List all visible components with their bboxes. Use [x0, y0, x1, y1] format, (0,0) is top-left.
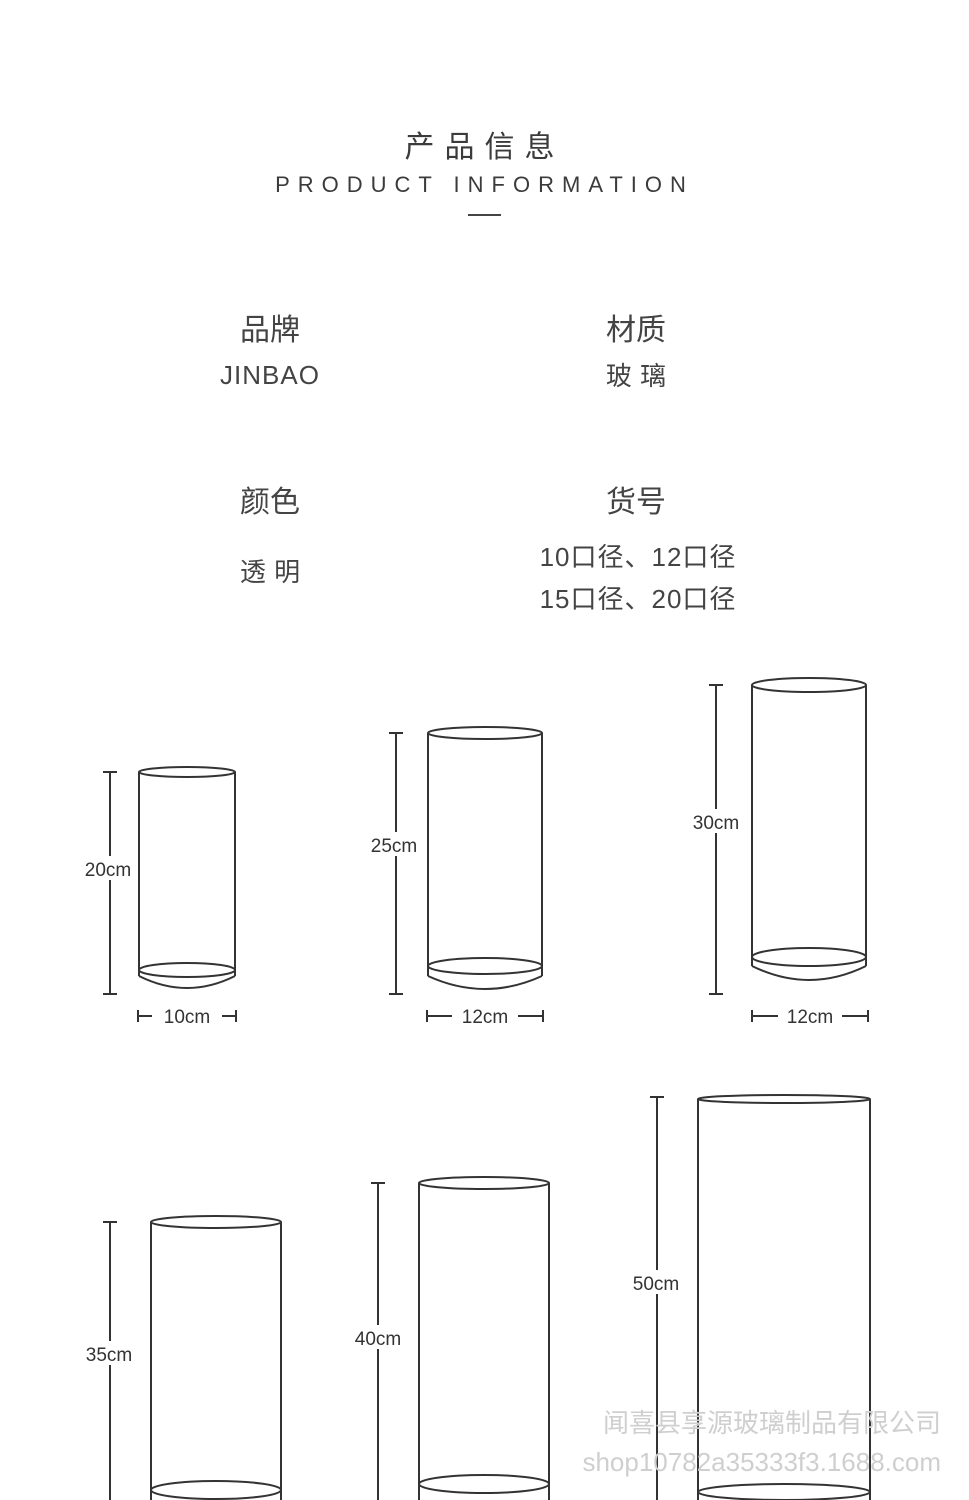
vase-20cm-height-label: 20cm [85, 860, 131, 881]
watermark-shop-url: shop10782a35333f3.1688.com [582, 1447, 941, 1477]
section-title-en: PRODUCT INFORMATION [275, 172, 694, 197]
material-value: 玻 璃 [605, 362, 667, 392]
brand-label: 品牌 [240, 313, 300, 348]
vase-25cm-drawing [389, 726, 544, 1022]
item-number-value-line1: 10口径、12口径 [539, 542, 737, 572]
vase-25cm-height-label: 25cm [371, 836, 417, 857]
color-label: 颜色 [240, 485, 300, 520]
brand-value: JINBAO [220, 360, 320, 390]
vase-50cm-drawing [650, 1094, 871, 1500]
item-number-label: 货号 [606, 485, 666, 520]
vase-40cm-drawing [371, 1176, 550, 1500]
title-divider [468, 214, 501, 216]
item-number-value-line2: 15口径、20口径 [539, 584, 737, 614]
vase-30cm-height-label: 30cm [693, 813, 739, 834]
vase-25cm-diameter-label: 12cm [462, 1007, 508, 1028]
material-label: 材质 [606, 313, 666, 348]
section-title-cn: 产品信息 [404, 130, 565, 165]
vase-30cm-drawing [709, 677, 869, 1022]
vase-35cm-drawing [103, 1215, 282, 1500]
vase-20cm-diameter-label: 10cm [164, 1007, 210, 1028]
vase-20cm-drawing [103, 766, 237, 1022]
color-value: 透 明 [239, 558, 301, 588]
vase-30cm-diameter-label: 12cm [787, 1007, 833, 1028]
vase-50cm-height-label: 50cm [633, 1274, 679, 1295]
vase-35cm-height-label: 35cm [86, 1345, 132, 1366]
watermark-company: 闻喜县享源玻璃制品有限公司 [602, 1408, 941, 1438]
vase-40cm-height-label: 40cm [355, 1329, 401, 1350]
